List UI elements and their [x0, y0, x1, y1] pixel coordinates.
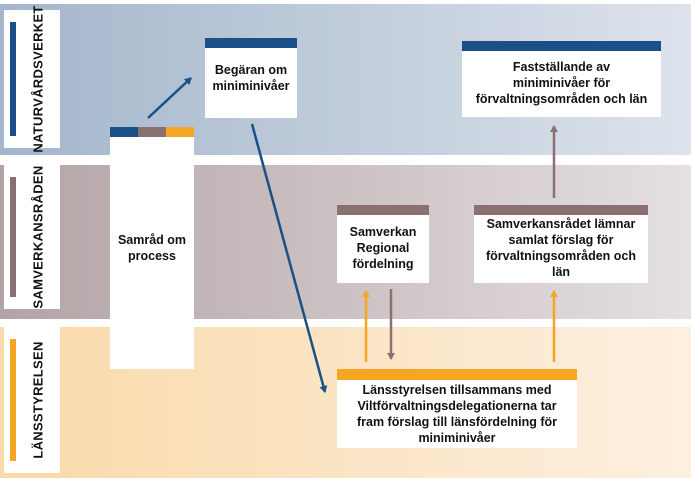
box-header-strip — [337, 205, 429, 215]
box-header-strip — [337, 369, 577, 380]
box-begaran-om-miniminivaer: Begäran om miniminivåer — [205, 38, 297, 118]
box-label: Länsstyrelsen tillsammans med Viltförval… — [356, 382, 558, 445]
box-samverkansradet-lamnar: Samverkansrådet lämnar samlat förslag fö… — [474, 205, 648, 283]
box-label: Samverkansrådet lämnar samlat förslag fö… — [485, 217, 637, 279]
lane-label-samverkansraden: SAMVERKANSRÅDEN — [4, 165, 60, 309]
box-samrad-om-process: Samråd om process — [110, 127, 194, 369]
box-label: Fastställande av miniminivåer för förval… — [475, 60, 648, 106]
arrow-begaran-to-lansstyrelsen — [250, 123, 328, 393]
lane-accent-bar — [10, 177, 16, 297]
lane-label-lansstyrelsen: LÄNSSTYRELSEN — [4, 327, 60, 473]
arrow-samrad-to-begaran — [147, 77, 192, 119]
box-header-strip — [110, 127, 194, 137]
box-header-strip — [205, 38, 297, 48]
box-samverkan-regional-fordelning: Samverkan Regional fördelning — [337, 205, 429, 283]
box-lansstyrelsen-forslag: Länsstyrelsen tillsammans med Viltförval… — [337, 369, 577, 448]
box-header-strip — [474, 205, 648, 215]
lane-label-naturvardsverket: NATURVÅRDSVERKET — [4, 5, 60, 153]
box-header-strip — [462, 41, 661, 51]
box-label: Samråd om process — [117, 233, 187, 263]
box-label: Samverkan Regional fördelning — [349, 225, 417, 271]
box-faststallande: Fastställande av miniminivåer för förval… — [462, 41, 661, 117]
lane-accent-bar — [10, 22, 16, 136]
box-label: Begäran om miniminivåer — [212, 63, 290, 93]
lane-accent-bar — [10, 339, 16, 461]
